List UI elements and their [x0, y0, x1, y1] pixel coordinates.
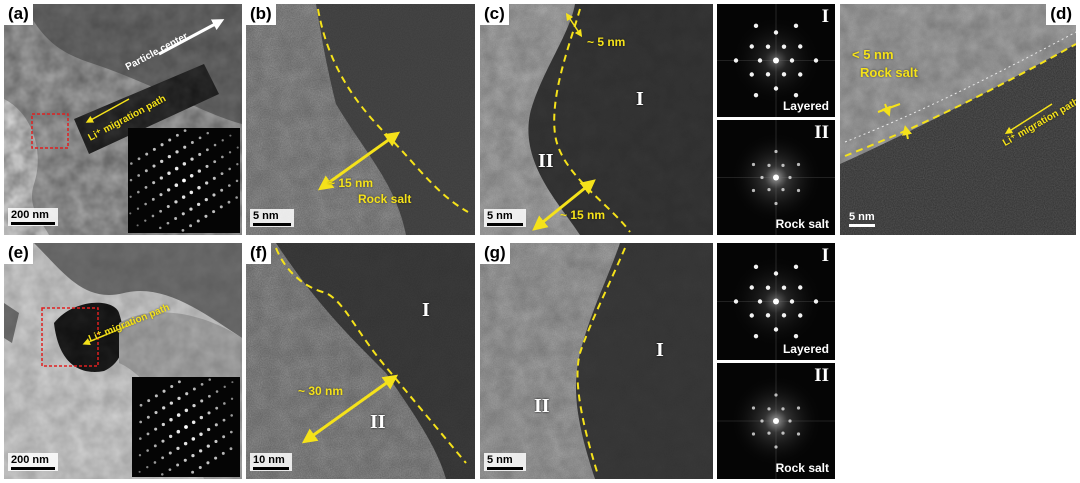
scale-bar-label: 5 nm: [487, 454, 513, 466]
panel-f: (f) ~ 30 nm I II 10 nm: [246, 243, 475, 479]
scale-bar-label: 5 nm: [849, 211, 875, 223]
fft-region-label: II: [814, 122, 829, 143]
panel-d: (d) < 5 nm Rock salt Li⁺ migration path …: [840, 4, 1076, 235]
panel-f-micrograph: [246, 243, 475, 479]
region-i-label: I: [636, 88, 644, 110]
phase-label: Rock salt: [358, 192, 412, 206]
panel-g: (g) I II 5 nm: [480, 243, 713, 479]
surface-thickness-label: ~ 5 nm: [587, 35, 626, 49]
fft-layered-g: I Layered: [717, 243, 835, 360]
fft-caption: Rock salt: [775, 461, 829, 475]
panel-label: (d): [1046, 4, 1076, 25]
panel-g-micrograph: [480, 243, 713, 479]
fft-pattern: [717, 243, 835, 360]
phase-label: Rock salt: [860, 65, 918, 80]
panel-c-micrograph: [480, 4, 713, 235]
scale-bar: 200 nm: [8, 208, 58, 226]
scale-bar-label: 200 nm: [11, 209, 49, 221]
panel-label: (f): [246, 243, 271, 264]
panel-a: (a) Particle center Li⁺ migration path 2…: [4, 4, 242, 235]
panel-b: (b) ~ 15 nm Rock salt 5 nm: [246, 4, 475, 235]
fft-region-label: I: [821, 6, 829, 27]
fft-layered-c: I Layered: [717, 4, 835, 117]
panel-b-micrograph: [246, 4, 475, 235]
scale-bar-label: 10 nm: [253, 454, 285, 466]
thickness-label: ~ 30 nm: [298, 384, 344, 398]
diffraction-inset: [128, 128, 240, 233]
fft-rocksalt-g: II Rock salt: [717, 363, 835, 479]
fft-caption: Rock salt: [775, 217, 829, 231]
fft-region-label: II: [814, 365, 829, 386]
diffraction-pattern: [128, 128, 240, 233]
region-ii-label: II: [370, 411, 386, 433]
fft-pattern: [717, 120, 835, 235]
fft-caption: Layered: [782, 99, 829, 113]
scale-bar: 200 nm: [8, 453, 58, 471]
scale-bar: 10 nm: [250, 453, 292, 471]
diffraction-pattern: [132, 377, 240, 477]
fft-rocksalt-c: II Rock salt: [717, 120, 835, 235]
thickness-label: ~ 15 nm: [560, 208, 606, 222]
panel-label: (b): [246, 4, 276, 25]
fft-region-label: I: [821, 245, 829, 266]
panel-d-micrograph: [840, 4, 1076, 235]
fft-pattern: [717, 363, 835, 479]
thickness-label: < 5 nm: [852, 47, 894, 62]
scale-bar-label: 5 nm: [487, 210, 513, 222]
panel-a-micrograph: [4, 4, 242, 235]
scale-bar-label: 200 nm: [11, 454, 49, 466]
panel-e: (e) Li⁺ migration path 200 nm: [4, 243, 242, 479]
fft-caption: Layered: [782, 342, 829, 356]
panel-label: (g): [480, 243, 510, 264]
panel-label: (c): [480, 4, 509, 25]
thickness-label: ~ 15 nm: [328, 176, 374, 190]
region-ii-label: II: [538, 150, 554, 172]
scale-bar: 5 nm: [250, 209, 294, 227]
panel-label: (a): [4, 4, 33, 25]
region-i-label: I: [422, 299, 430, 321]
scale-bar: 5 nm: [484, 209, 526, 227]
scale-bar: 5 nm: [484, 453, 526, 471]
scale-bar: 5 nm: [846, 210, 878, 228]
region-i-label: I: [656, 339, 664, 361]
panel-label: (e): [4, 243, 33, 264]
panel-c: (c) ~ 5 nm ~ 15 nm I II 5 nm: [480, 4, 713, 235]
scale-bar-label: 5 nm: [253, 210, 279, 222]
region-ii-label: II: [534, 395, 550, 417]
diffraction-inset: [132, 377, 240, 477]
fft-pattern: [717, 4, 835, 117]
